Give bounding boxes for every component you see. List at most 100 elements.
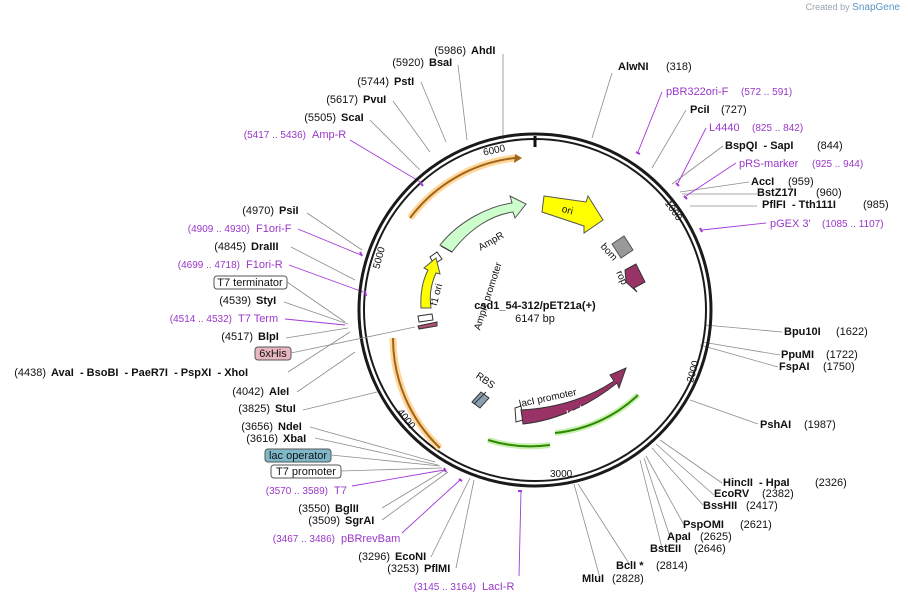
svg-text:(318): (318) bbox=[666, 61, 692, 73]
site-bspqi-group: BspQI - SapI(844) bbox=[725, 140, 843, 152]
feature-bom: bom bbox=[598, 235, 634, 263]
svg-text:BstZ17I: BstZ17I bbox=[757, 187, 797, 199]
primer-f1ori-f: (4909 .. 4930) F1ori-F bbox=[188, 223, 292, 235]
site-fspai: FspAI(1750) bbox=[779, 361, 855, 373]
svg-text:T7 Term: T7 Term bbox=[238, 313, 278, 325]
svg-text:(4517): (4517) bbox=[221, 331, 253, 343]
svg-text:Amp-R: Amp-R bbox=[312, 129, 346, 141]
primer-pbr322ori-f: pBR322ori-F(572 .. 591) bbox=[666, 86, 792, 98]
svg-text:(4539): (4539) bbox=[219, 295, 251, 307]
snapgene-brand: Created by SnapGene bbox=[806, 2, 900, 13]
brand-name: SnapGene bbox=[852, 2, 900, 13]
restriction-sites: (5986)AhdI (5920)BsaI (5744)PstI (5617)P… bbox=[14, 45, 888, 585]
svg-text:(3570 .. 3589): (3570 .. 3589) bbox=[266, 486, 328, 497]
tick-5000: 5000 bbox=[372, 245, 388, 270]
svg-text:(2828): (2828) bbox=[612, 573, 644, 585]
svg-text:MluI: MluI bbox=[582, 573, 604, 585]
svg-text:T7 promoter: T7 promoter bbox=[276, 466, 336, 478]
svg-text:F1ori-R: F1ori-R bbox=[246, 259, 283, 271]
svg-text:(2382): (2382) bbox=[762, 488, 794, 500]
svg-text:BspQI - SapI: BspQI - SapI bbox=[725, 140, 793, 152]
svg-text:LacI-R: LacI-R bbox=[482, 581, 514, 593]
svg-text:PstI: PstI bbox=[394, 76, 414, 88]
tick-3000: 3000 bbox=[550, 469, 573, 480]
svg-text:(3509): (3509) bbox=[308, 515, 340, 527]
svg-text:(4970): (4970) bbox=[242, 205, 274, 217]
svg-text:(5744): (5744) bbox=[357, 76, 389, 88]
svg-text:XbaI: XbaI bbox=[283, 433, 306, 445]
svg-text:(4514 .. 4532): (4514 .. 4532) bbox=[170, 314, 232, 325]
svg-text:(5617): (5617) bbox=[326, 94, 358, 106]
site-psii: (4970)PsiI bbox=[242, 205, 298, 217]
site-styi: (4539) StyI bbox=[219, 295, 276, 307]
svg-text:(825 .. 842): (825 .. 842) bbox=[752, 123, 803, 134]
svg-text:ScaI: ScaI bbox=[341, 112, 364, 124]
svg-text:(2417): (2417) bbox=[746, 500, 778, 512]
svg-text:StuI: StuI bbox=[275, 403, 296, 415]
svg-text:BclI *: BclI * bbox=[616, 560, 644, 572]
orf-arc-left bbox=[389, 337, 443, 451]
site-bpu10i: Bpu10I(1622) bbox=[784, 326, 868, 338]
svg-text:(727): (727) bbox=[721, 104, 747, 116]
svg-text:(925 .. 944): (925 .. 944) bbox=[812, 159, 863, 170]
primer-t7-term: (4514 .. 4532) T7 Term bbox=[170, 313, 278, 325]
svg-text:AleI: AleI bbox=[269, 386, 289, 398]
svg-text:AvaI - BsoBI - PaeR7I - Psp: AvaI - BsoBI - PaeR7I - PspXI - XhoI bbox=[51, 367, 248, 379]
site-bstz17i: BstZ17I(960) bbox=[757, 187, 842, 199]
svg-text:AlwNI: AlwNI bbox=[618, 61, 649, 73]
svg-text:(5920): (5920) bbox=[392, 57, 424, 69]
site-pspomi: PspOMI(2621) bbox=[683, 519, 772, 531]
svg-text:(1722): (1722) bbox=[826, 349, 858, 361]
site-bsteii: BstEII(2646) bbox=[650, 543, 726, 555]
site-pflmi: (3253)PflMI bbox=[387, 563, 450, 575]
svg-text:pBRrevBam: pBRrevBam bbox=[341, 533, 400, 545]
svg-text:StyI: StyI bbox=[256, 295, 276, 307]
ampr-promoter-label: AmpR promoter bbox=[472, 261, 504, 332]
primer-pgex3: pGEX 3'(1085 .. 1107) bbox=[770, 218, 884, 230]
box-t7-terminator: T7 terminator bbox=[213, 275, 288, 290]
ori-label: ori bbox=[560, 204, 574, 218]
feature-ori: ori bbox=[541, 194, 604, 234]
site-stui: (3825)StuI bbox=[238, 403, 296, 415]
svg-text:(3616): (3616) bbox=[246, 433, 278, 445]
primer-f1ori-r: (4699 .. 4718) F1ori-R bbox=[178, 259, 283, 271]
svg-text:HincII - HpaI: HincII - HpaI bbox=[723, 477, 790, 489]
rbs-label: RBS bbox=[473, 371, 496, 392]
svg-text:(4845): (4845) bbox=[214, 241, 246, 253]
svg-text:DraIII: DraIII bbox=[251, 241, 279, 253]
site-ppumi: PpuMI (1722) bbox=[781, 349, 858, 361]
ampr-label: AmpR bbox=[477, 230, 507, 253]
backbone-outer bbox=[357, 132, 713, 488]
tick-6000: 6000 bbox=[482, 143, 506, 158]
svg-text:L4440: L4440 bbox=[709, 122, 740, 134]
svg-text:lac operator: lac operator bbox=[269, 450, 327, 462]
svg-text:BssHII: BssHII bbox=[703, 500, 737, 512]
site-alei: (4042) AleI bbox=[232, 386, 289, 398]
svg-text:(4042): (4042) bbox=[232, 386, 264, 398]
svg-text:(3145 .. 3164): (3145 .. 3164) bbox=[414, 582, 476, 593]
site-ahdi: (5986)AhdI bbox=[434, 45, 495, 57]
site-mlui: MluI (2828) bbox=[582, 573, 644, 585]
box-6xhis: 6xHis bbox=[254, 346, 292, 361]
svg-text:AhdI: AhdI bbox=[471, 45, 495, 57]
site-scai: (5505)ScaI bbox=[304, 112, 363, 124]
svg-text:F1ori-F: F1ori-F bbox=[256, 223, 292, 235]
svg-text:(4699 .. 4718): (4699 .. 4718) bbox=[178, 260, 240, 271]
primer-markers bbox=[359, 151, 703, 492]
svg-text:(5417 .. 5436): (5417 .. 5436) bbox=[244, 130, 306, 141]
site-pflfi-group: PflFI - Tth111I(985) bbox=[762, 199, 889, 211]
site-ecorv: EcoRV(2382) bbox=[714, 488, 794, 500]
svg-text:(1085 .. 1107): (1085 .. 1107) bbox=[822, 219, 884, 230]
svg-text:NdeI: NdeI bbox=[278, 421, 302, 433]
svg-text:(572 .. 591): (572 .. 591) bbox=[741, 87, 792, 98]
svg-text:(2625): (2625) bbox=[700, 531, 732, 543]
svg-text:PpuMI: PpuMI bbox=[781, 349, 814, 361]
feature-rbs: RBS bbox=[471, 371, 497, 409]
svg-text:(3467 .. 3486): (3467 .. 3486) bbox=[273, 534, 335, 545]
svg-text:(3253): (3253) bbox=[387, 563, 419, 575]
svg-text:BlpI: BlpI bbox=[258, 331, 279, 343]
primer-t7: (3570 .. 3589)T7 bbox=[266, 485, 347, 497]
site-hincii-group: HincII - HpaI(2326) bbox=[723, 477, 847, 489]
feature-laci: lacI bbox=[520, 367, 627, 425]
svg-text:(4909 .. 4930): (4909 .. 4930) bbox=[188, 224, 250, 235]
